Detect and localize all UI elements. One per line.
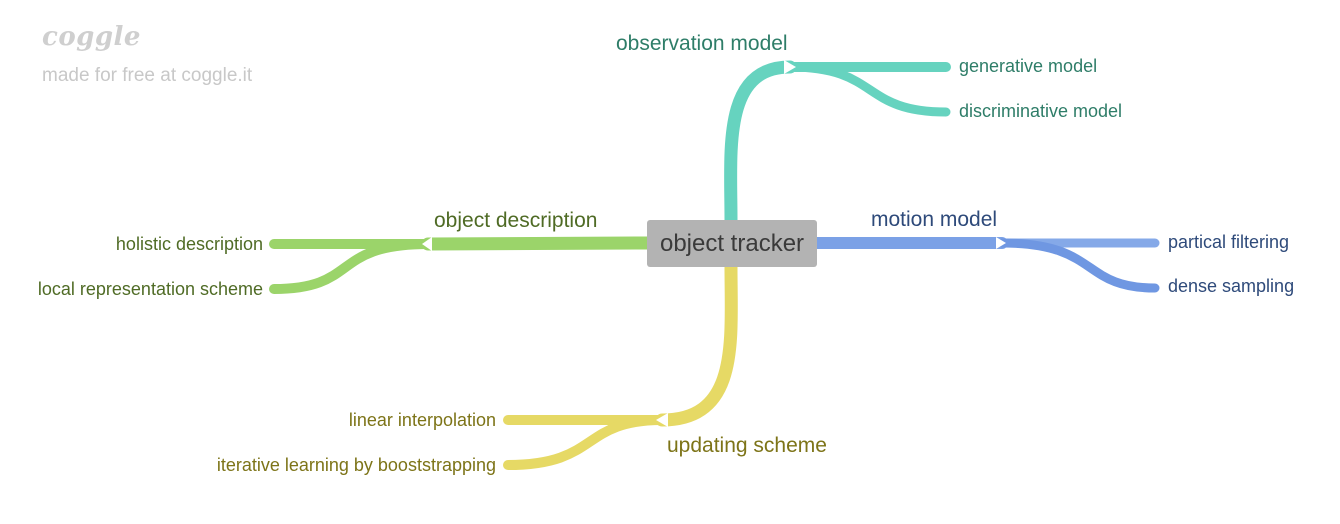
- coggle-logo: coggle: [42, 22, 141, 52]
- connector-object-description: [421, 236, 654, 251]
- root-label: object tracker: [659, 229, 805, 257]
- node-holistic-description[interactable]: holistic description: [115, 234, 263, 254]
- node-partical-filtering[interactable]: partical filtering: [1168, 232, 1290, 252]
- connector-discriminative-model: [785, 62, 951, 117]
- node-generative-model[interactable]: generative model: [959, 56, 1098, 76]
- node-dense-sampling[interactable]: dense sampling: [1168, 276, 1295, 296]
- connector-local-representation: [269, 239, 433, 294]
- connector-updating-scheme: [655, 260, 738, 427]
- node-local-representation-scheme[interactable]: local representation scheme: [37, 279, 263, 299]
- watermark-tagline: made for free at coggle.it: [42, 65, 253, 86]
- root-node[interactable]: object tracker: [647, 220, 817, 267]
- node-discriminative-model[interactable]: discriminative model: [959, 101, 1123, 121]
- joint-markers: [422, 60, 1006, 427]
- connector-iterative-learning: [503, 415, 667, 470]
- node-object-description[interactable]: object description: [434, 209, 598, 232]
- node-linear-interpolation[interactable]: linear interpolation: [348, 410, 496, 430]
- node-motion-model[interactable]: motion model: [871, 208, 998, 231]
- connector-observation-model: [724, 60, 797, 227]
- node-iterative-learning[interactable]: iterative learning by booststrapping: [216, 455, 496, 475]
- connector-dense-sampling: [997, 238, 1160, 293]
- node-observation-model[interactable]: observation model: [616, 32, 788, 55]
- node-updating-scheme[interactable]: updating scheme: [667, 434, 827, 457]
